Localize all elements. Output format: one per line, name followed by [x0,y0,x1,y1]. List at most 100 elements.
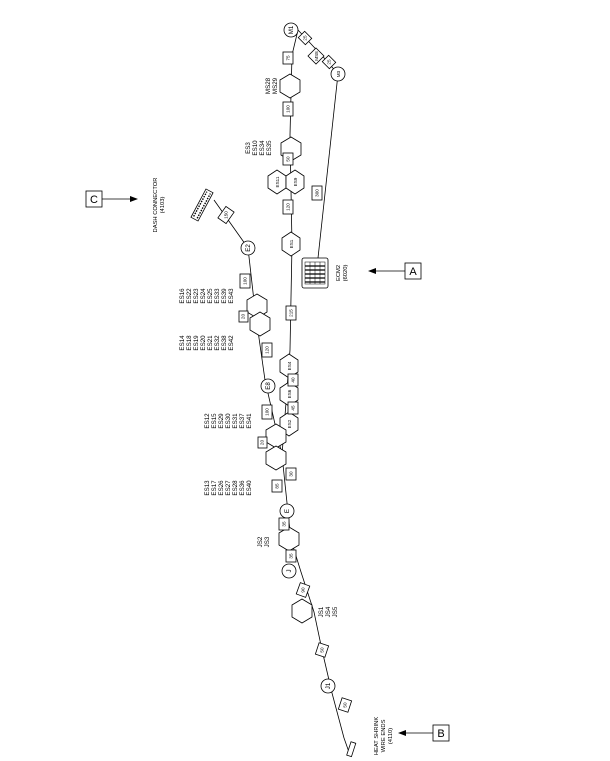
connector-e-label: E [284,509,291,513]
wire-dash [213,199,249,249]
label-es-top-3: ES35 [266,140,273,156]
label-es-d-1: ES17 [211,480,218,496]
segment-100-a: 100 [286,105,291,113]
node-label-es9: ES9 [293,177,298,186]
label-es-c-0: ES12 [204,413,211,429]
label-es-a-4: ES25 [207,288,214,304]
note-ecm2-line1: ECM2 [336,265,342,281]
label-es-c-4: ES31 [232,413,239,429]
label-es-top-1: ES10 [252,140,259,156]
note-heat: HEAT SHRINK WIRE ENDS (4110) [374,717,394,756]
label-es-a-0: ES16 [179,288,186,304]
heat-shrink-tube [346,741,357,758]
node-label-es11: ES11 [275,176,280,187]
segment-50-c: 50 [343,702,348,708]
node-label-es1: ES1 [289,239,294,248]
splice-hexagons [246,73,313,624]
segment-20-b: 20 [260,440,265,446]
segment-boxes: 25 25 75 100 50 120 300 215 40 45 150 10… [217,30,353,713]
note-heat-line1: HEAT SHRINK [374,717,380,756]
label-es-d-2: ES26 [218,480,225,496]
label-es-b-7: ES42 [228,335,235,351]
segment-215: 215 [289,309,294,317]
label-js-a-0: JS2 [257,536,264,547]
label-es-b-2: ES19 [193,335,200,351]
segment-35-a: 35 [282,521,287,527]
label-es-b-1: ES18 [186,335,193,351]
label-es-d-5: ES36 [239,480,246,496]
splice-ms8-label: MS8 [314,51,319,61]
note-dash: DASH CONNECTOR (4103) [153,178,166,233]
segment-300: 300 [315,189,320,197]
splice-hex-ms [279,73,301,99]
label-es-c-6: ES41 [246,413,253,429]
label-list-es-col-b: ES14 ES18 ES19 ES20 ES21 ES32 ES38 ES42 [179,335,235,351]
callout-c: C [85,190,138,208]
splice-hex-es4 [279,353,299,379]
label-js-b-2: JS5 [332,606,339,617]
connector-e8-label: E8 [265,382,272,390]
connector-j1-label: J1 [325,682,332,689]
label-list-es-col-d: ES13 ES17 ES26 ES27 ES28 ES36 ES40 [204,480,253,496]
splice-ms8: MS8 [307,47,325,65]
label-es-c-5: ES37 [239,413,246,429]
label-es-c-1: ES15 [211,413,218,429]
ecm2-connector [301,257,329,289]
connector-e8 [260,378,276,394]
label-es-c-2: ES29 [218,413,225,429]
callout-b-letter: B [437,728,444,740]
segment-35-b: 35 [289,553,294,559]
splice-hex-es1 [281,231,301,257]
label-ms-1: MS29 [272,77,279,94]
label-list-es-col-a: ES16 ES22 ES23 ES24 ES25 ES33 ES39 ES43 [179,288,235,304]
label-es-a-6: ES39 [221,288,228,304]
splice-hex-es9 [285,169,305,195]
connector-j-label: J [286,569,293,572]
label-list-es-col-c: ES12 ES15 ES29 ES30 ES31 ES37 ES41 [204,413,253,429]
segment-30: 30 [289,471,294,477]
label-list-js-a: JS2 JS3 [257,536,271,547]
segment-40: 40 [291,377,296,383]
connector-circles: M1 M3 E2 E8 E J J1 [240,22,346,694]
callout-a-letter: A [409,266,417,278]
label-es-b-4: ES21 [207,335,214,351]
segment-20-a: 20 [241,314,246,320]
connector-e2 [240,240,256,256]
note-ecm2-line2: (6020) [343,265,349,282]
splice-hex-esa2 [249,311,271,337]
callout-c-letter: C [90,194,98,206]
label-es-a-3: ES24 [200,288,207,304]
label-es-b-3: ES20 [200,335,207,351]
connector-m3-label: M3 [336,70,341,77]
segment-m3-25: 25 [327,59,332,65]
splice-hex-labels: ES11 ES9 ES1 ES4 ES6 ES2 [275,176,298,428]
label-js-b-0: JS1 [318,606,325,617]
connector-e2-label: E2 [245,244,252,252]
label-es-b-5: ES32 [214,335,221,351]
label-es-a-5: ES33 [214,288,221,304]
dash-connector-body [190,188,214,222]
dash-connector [190,188,214,222]
label-es-top-2: ES34 [259,140,266,156]
label-list-ms: MS28 MS29 [265,77,279,94]
segment-75: 75 [286,55,291,61]
connector-m1-label: M1 [288,25,295,34]
wire-branch-e2 [247,247,283,456]
label-es-a-2: ES23 [193,288,200,304]
label-es-top-0: ES3 [245,142,252,154]
note-heat-line2: WIRE ENDS [381,719,387,752]
label-es-c-3: ES30 [225,413,232,429]
connector-m3 [330,66,346,82]
splice-hex-js-a [278,526,300,552]
wire-branch-m3 [297,29,339,259]
label-js-a-1: JS3 [264,536,271,547]
label-es-b-6: ES38 [221,335,228,351]
label-js-b-1: JS4 [325,606,332,617]
note-dash-line2: (4103) [160,197,166,214]
label-list-js-b: JS1 JS4 JS5 [318,606,339,617]
note-ecm2: ECM2 (6020) [336,265,349,282]
segment-50-a: 50 [286,156,291,162]
label-ms-0: MS28 [265,77,272,94]
label-es-d-0: ES13 [204,480,211,496]
